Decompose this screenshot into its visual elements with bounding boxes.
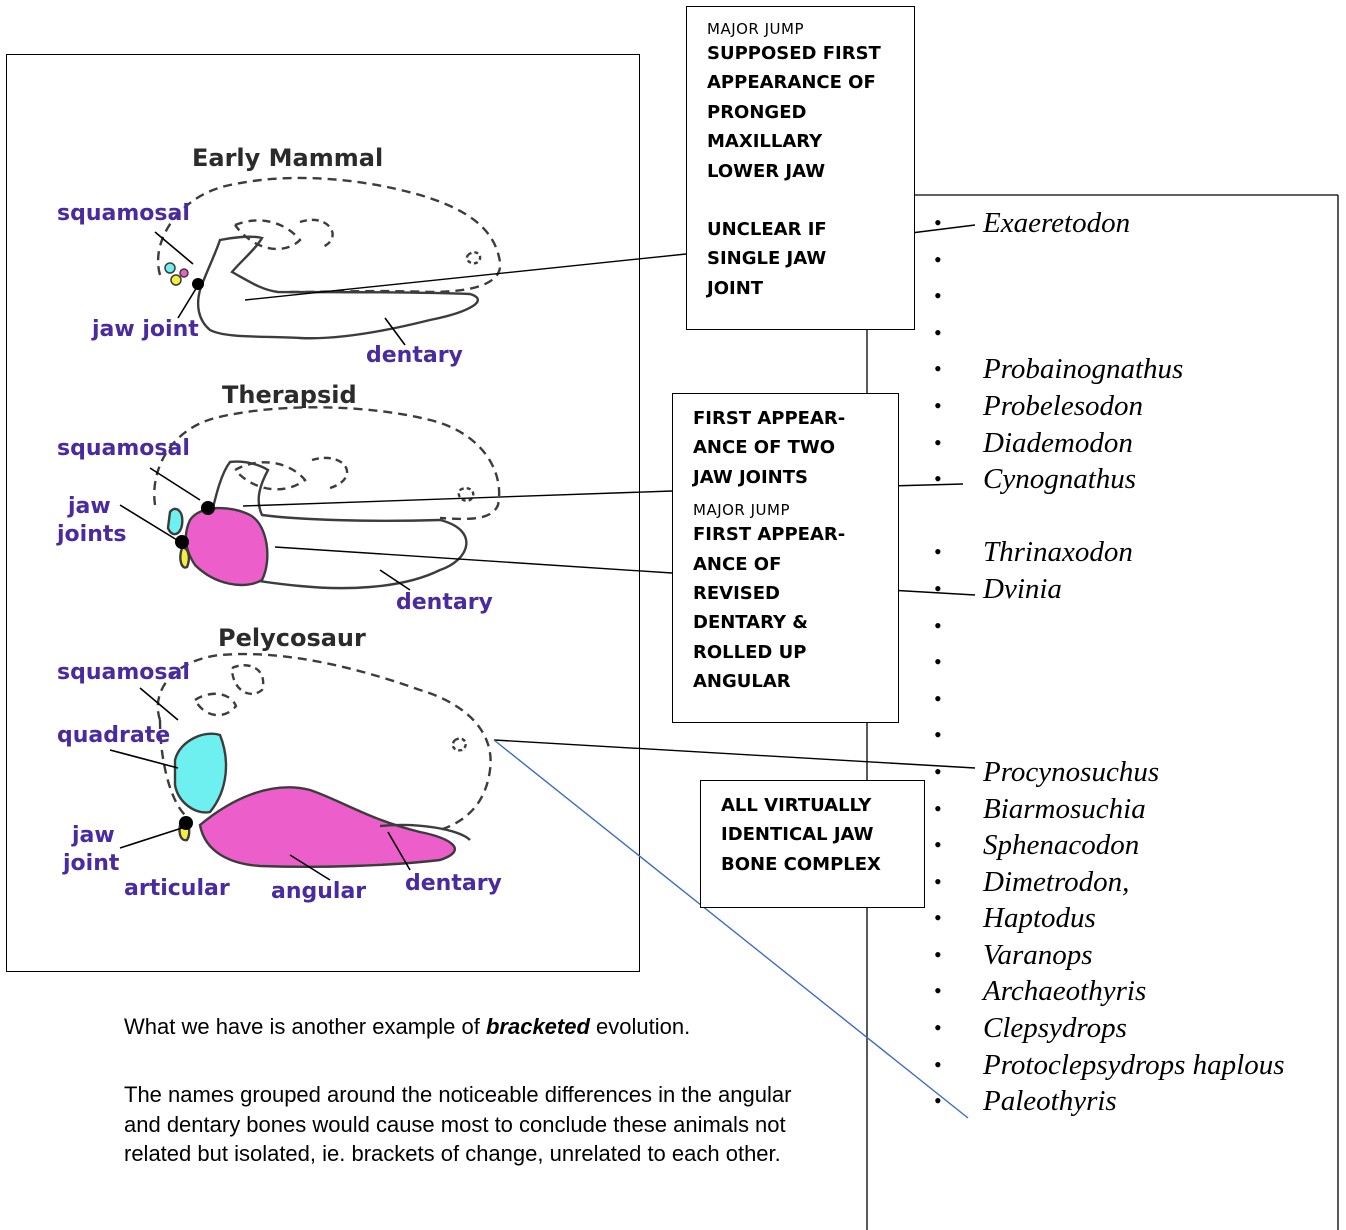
callout-middle-line: JAW JOINTS (693, 463, 890, 492)
taxon-item: Clepsydrops (935, 1010, 1285, 1047)
connector-pelycosaur-procynosuchus (494, 740, 975, 768)
callout-middle-line: ANCE OF TWO (693, 433, 890, 462)
callout-major-jump-top: MAJOR JUMP SUPPOSED FIRST APPEARANCE OF … (686, 6, 915, 330)
taxon-item (935, 681, 1285, 718)
taxon-item: Dvinia (935, 571, 1285, 608)
callout-middle-line: FIRST APPEAR- (693, 404, 890, 433)
callout-middle-line: ANCE OF (693, 550, 890, 579)
pelycosaur-squamosal-label: squamosal (57, 660, 190, 685)
pelycosaur-angular-label: angular (271, 879, 366, 904)
taxon-item: Dimetrodon, (935, 864, 1285, 901)
emphasis-bracketed: bracketed (486, 1014, 590, 1039)
paragraph-bracketed: What we have is another example of brack… (124, 1012, 844, 1042)
pelycosaur-quadrate-label: quadrate (57, 723, 170, 748)
pelycosaur-articular-label: articular (124, 876, 230, 901)
taxon-item: Varanops (935, 937, 1285, 974)
connector-therapsid-joint (243, 491, 672, 506)
taxon-item (935, 278, 1285, 315)
taxon-item (935, 717, 1285, 754)
therapsid-squamosal-label: squamosal (57, 436, 190, 461)
taxon-item: Probainognathus (935, 351, 1285, 388)
taxon-item: Diademodon (935, 425, 1285, 462)
early-mammal-joint (192, 278, 204, 290)
taxon-item: Protoclepsydrops haplous (935, 1047, 1285, 1084)
taxon-item: Paleothyris (935, 1083, 1285, 1120)
pelycosaur-jaw-label: jaw (72, 823, 115, 848)
early-mammal-squamosal-label: squamosal (57, 201, 190, 226)
callout-middle-line: FIRST APPEAR- (693, 520, 890, 549)
pelycosaur-title: Pelycosaur (218, 624, 366, 652)
taxon-item: Sphenacodon (935, 827, 1285, 864)
taxon-item: Archaeothyris (935, 973, 1285, 1010)
callout-middle-heading: MAJOR JUMP (693, 500, 890, 520)
taxon-item: Biarmosuchia (935, 791, 1285, 828)
callout-middle-line: ROLLED UP (693, 638, 890, 667)
callout-top-line: APPEARANCE OF (707, 68, 906, 97)
taxon-item (935, 644, 1285, 681)
callout-bottom-line: ALL VIRTUALLY (721, 791, 916, 820)
pelycosaur-drawing (158, 654, 491, 867)
connector-therapsid-dentary (275, 547, 672, 573)
callout-middle: FIRST APPEAR- ANCE OF TWO JAW JOINTS MAJ… (672, 393, 899, 723)
taxon-item: Procynosuchus (935, 754, 1285, 791)
therapsid-dentary-label: dentary (396, 590, 493, 615)
callout-middle-line: REVISED (693, 579, 890, 608)
pelycosaur-dentary-label: dentary (405, 871, 502, 896)
taxon-item (935, 608, 1285, 645)
callout-top-line: LOWER JAW (707, 157, 906, 186)
taxon-item: Exaeretodon (935, 205, 1285, 242)
taxon-item: Haptodus (935, 900, 1285, 937)
paragraph-explanation: The names grouped around the noticeable … (124, 1080, 824, 1169)
callout-top-line: SUPPOSED FIRST (707, 39, 906, 68)
callout-middle-line: DENTARY & (693, 608, 890, 637)
callout-top-line: SINGLE JAW (707, 244, 906, 273)
early-mammal-title: Early Mammal (192, 144, 383, 172)
early-mammal-drawing (158, 178, 500, 338)
taxon-item: Probelesodon (935, 388, 1285, 425)
taxon-item (935, 242, 1285, 279)
callout-top-heading: MAJOR JUMP (707, 19, 906, 39)
callout-middle-line: ANGULAR (693, 667, 890, 696)
callout-bottom-line: IDENTICAL JAW (721, 820, 916, 849)
therapsid-upper-joint (201, 501, 215, 515)
callout-top-line: PRONGED (707, 98, 906, 127)
therapsid-title: Therapsid (222, 381, 357, 409)
early-mammal-jaw-joint-label: jaw joint (92, 317, 199, 342)
paragraph-text: What we have is another example of (124, 1014, 486, 1039)
callout-identical-jaw: ALL VIRTUALLY IDENTICAL JAW BONE COMPLEX (700, 780, 925, 908)
callout-top-line: MAXILLARY (707, 127, 906, 156)
callout-bottom-line: BONE COMPLEX (721, 850, 916, 879)
taxon-item: Cynognathus (935, 461, 1285, 498)
paragraph-text: evolution. (590, 1014, 690, 1039)
therapsid-drawing (154, 407, 499, 588)
callout-top-line: JOINT (707, 274, 906, 303)
taxa-list: Exaeretodon Probainognathus Probelesodon… (935, 205, 1285, 1120)
therapsid-joints-label: joints (57, 522, 126, 547)
taxon-item: Thrinaxodon (935, 534, 1285, 571)
therapsid-lower-joint (175, 535, 189, 549)
pelycosaur-joint-label: joint (63, 851, 119, 876)
callout-top-line: UNCLEAR IF (707, 215, 906, 244)
early-mammal-dentary-label: dentary (366, 343, 463, 368)
therapsid-jaw-label: jaw (68, 494, 111, 519)
taxon-item (935, 315, 1285, 352)
